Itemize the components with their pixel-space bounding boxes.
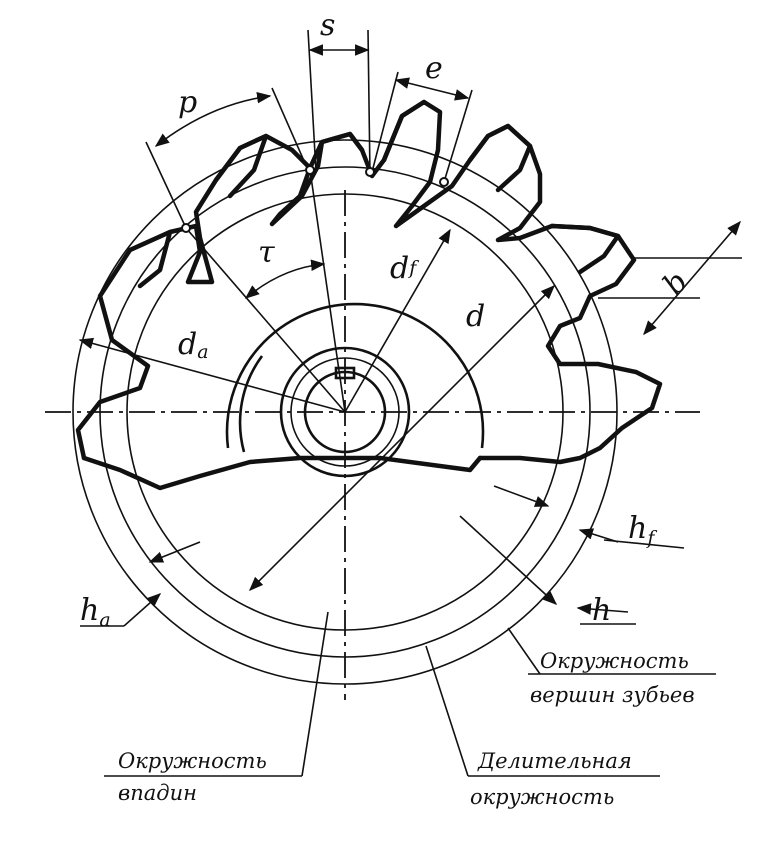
tooth-top-face (213, 133, 269, 199)
e-dim-line (394, 77, 470, 101)
tip-circle (72, 139, 618, 685)
pitch-point (439, 177, 449, 187)
ha-label: ha (80, 593, 111, 631)
p-dim-arc (154, 92, 272, 147)
p-ext-right (271, 87, 309, 171)
tip-caption-leader (507, 627, 541, 675)
root-circle-caption-line1: Окружность (118, 749, 267, 773)
pitch-circle-caption-line1: Делительная (477, 749, 632, 773)
root-circle-caption-line2: впадин (118, 781, 197, 805)
tau-label: τ (258, 235, 275, 270)
pitch-circle-caption-line2: окружность (470, 785, 614, 809)
tooth-top-face (549, 223, 621, 275)
da-label: da (178, 327, 209, 363)
da-dim-line (78, 337, 346, 413)
tooth-top-face (127, 229, 173, 289)
s-ext-right (367, 29, 371, 177)
tip-circle-caption-line2: вершин зубьев (530, 683, 695, 707)
df-label: df (390, 251, 419, 286)
ha-leader-3 (123, 593, 162, 627)
p-label: p (178, 85, 197, 120)
tooth-top-face (307, 131, 365, 171)
h-label: h (592, 593, 611, 628)
hf-label: hf (628, 511, 657, 549)
b-label: b (656, 265, 695, 303)
s-ext-left (307, 29, 317, 173)
s-label: s (320, 8, 335, 43)
tooth-top-face (467, 123, 533, 193)
ha-leader-1 (148, 541, 201, 563)
d-label: d (466, 299, 485, 334)
p-ext-left (145, 141, 187, 229)
tooth-top-face (381, 99, 427, 163)
tip-circle-caption-line1: Окружность (540, 649, 689, 673)
h-leader-1 (459, 515, 558, 605)
hf-leader-1 (493, 485, 550, 507)
e-ext-right (443, 89, 473, 183)
root-caption-leader (301, 611, 329, 777)
pitch-point (181, 223, 191, 233)
pitch-caption-leader (425, 645, 469, 777)
hf-leader-3 (603, 539, 685, 549)
gear-bottom-edge (81, 455, 483, 491)
e-label: e (425, 51, 443, 86)
pitch-point (305, 165, 315, 175)
b-dim-line (643, 220, 741, 336)
h-leader-2 (576, 603, 629, 615)
pitch-point (365, 167, 375, 177)
root-circle (126, 193, 564, 631)
pitch-circle (99, 166, 591, 658)
e-ext-left (371, 71, 399, 173)
d-dim-line (248, 284, 556, 592)
